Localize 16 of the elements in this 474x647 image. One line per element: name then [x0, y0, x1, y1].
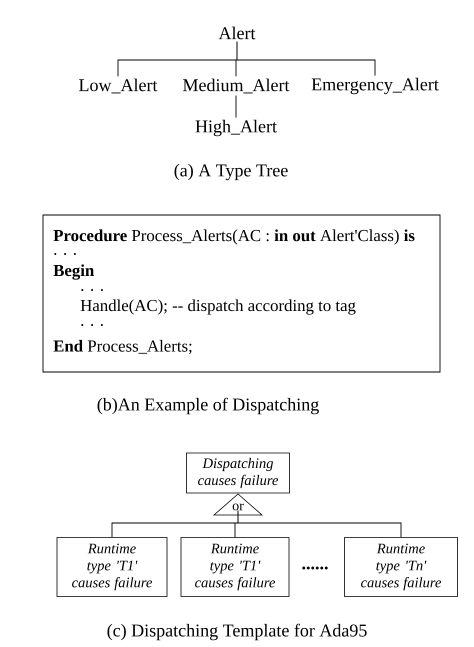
- event-box: Runtime type 'T1' causes failure: [180, 537, 290, 597]
- type-name: Alert: [218, 26, 256, 40]
- caption: (b)An Example of Dispatching: [98, 398, 319, 414]
- event-box: Runtime type 'T1' causes failure: [56, 537, 168, 597]
- event-box: Dispatching causes failure: [186, 452, 290, 494]
- type-name: High_Alert: [196, 120, 277, 136]
- code-box: Procedure Process_Alerts(AC : in out Alert'Class) is . . . Begin . . . Handle(AC); -- dispatch according to tag . . . End Process_Alerts;: [42, 214, 440, 372]
- type-name: Medium_Alert: [183, 78, 290, 94]
- event-box: Runtime type 'Tn' causes failure: [344, 537, 458, 597]
- caption: (a) A Type Tree: [174, 164, 288, 180]
- connector-line: [236, 41, 376, 76]
- ellipsis: ......: [302, 566, 328, 570]
- connector-line: [238, 510, 402, 538]
- type-name: Low_Alert: [79, 78, 158, 94]
- caption: (c) Dispatching Template for Ada95: [107, 624, 367, 640]
- type-name: Emergency_Alert: [312, 78, 439, 94]
